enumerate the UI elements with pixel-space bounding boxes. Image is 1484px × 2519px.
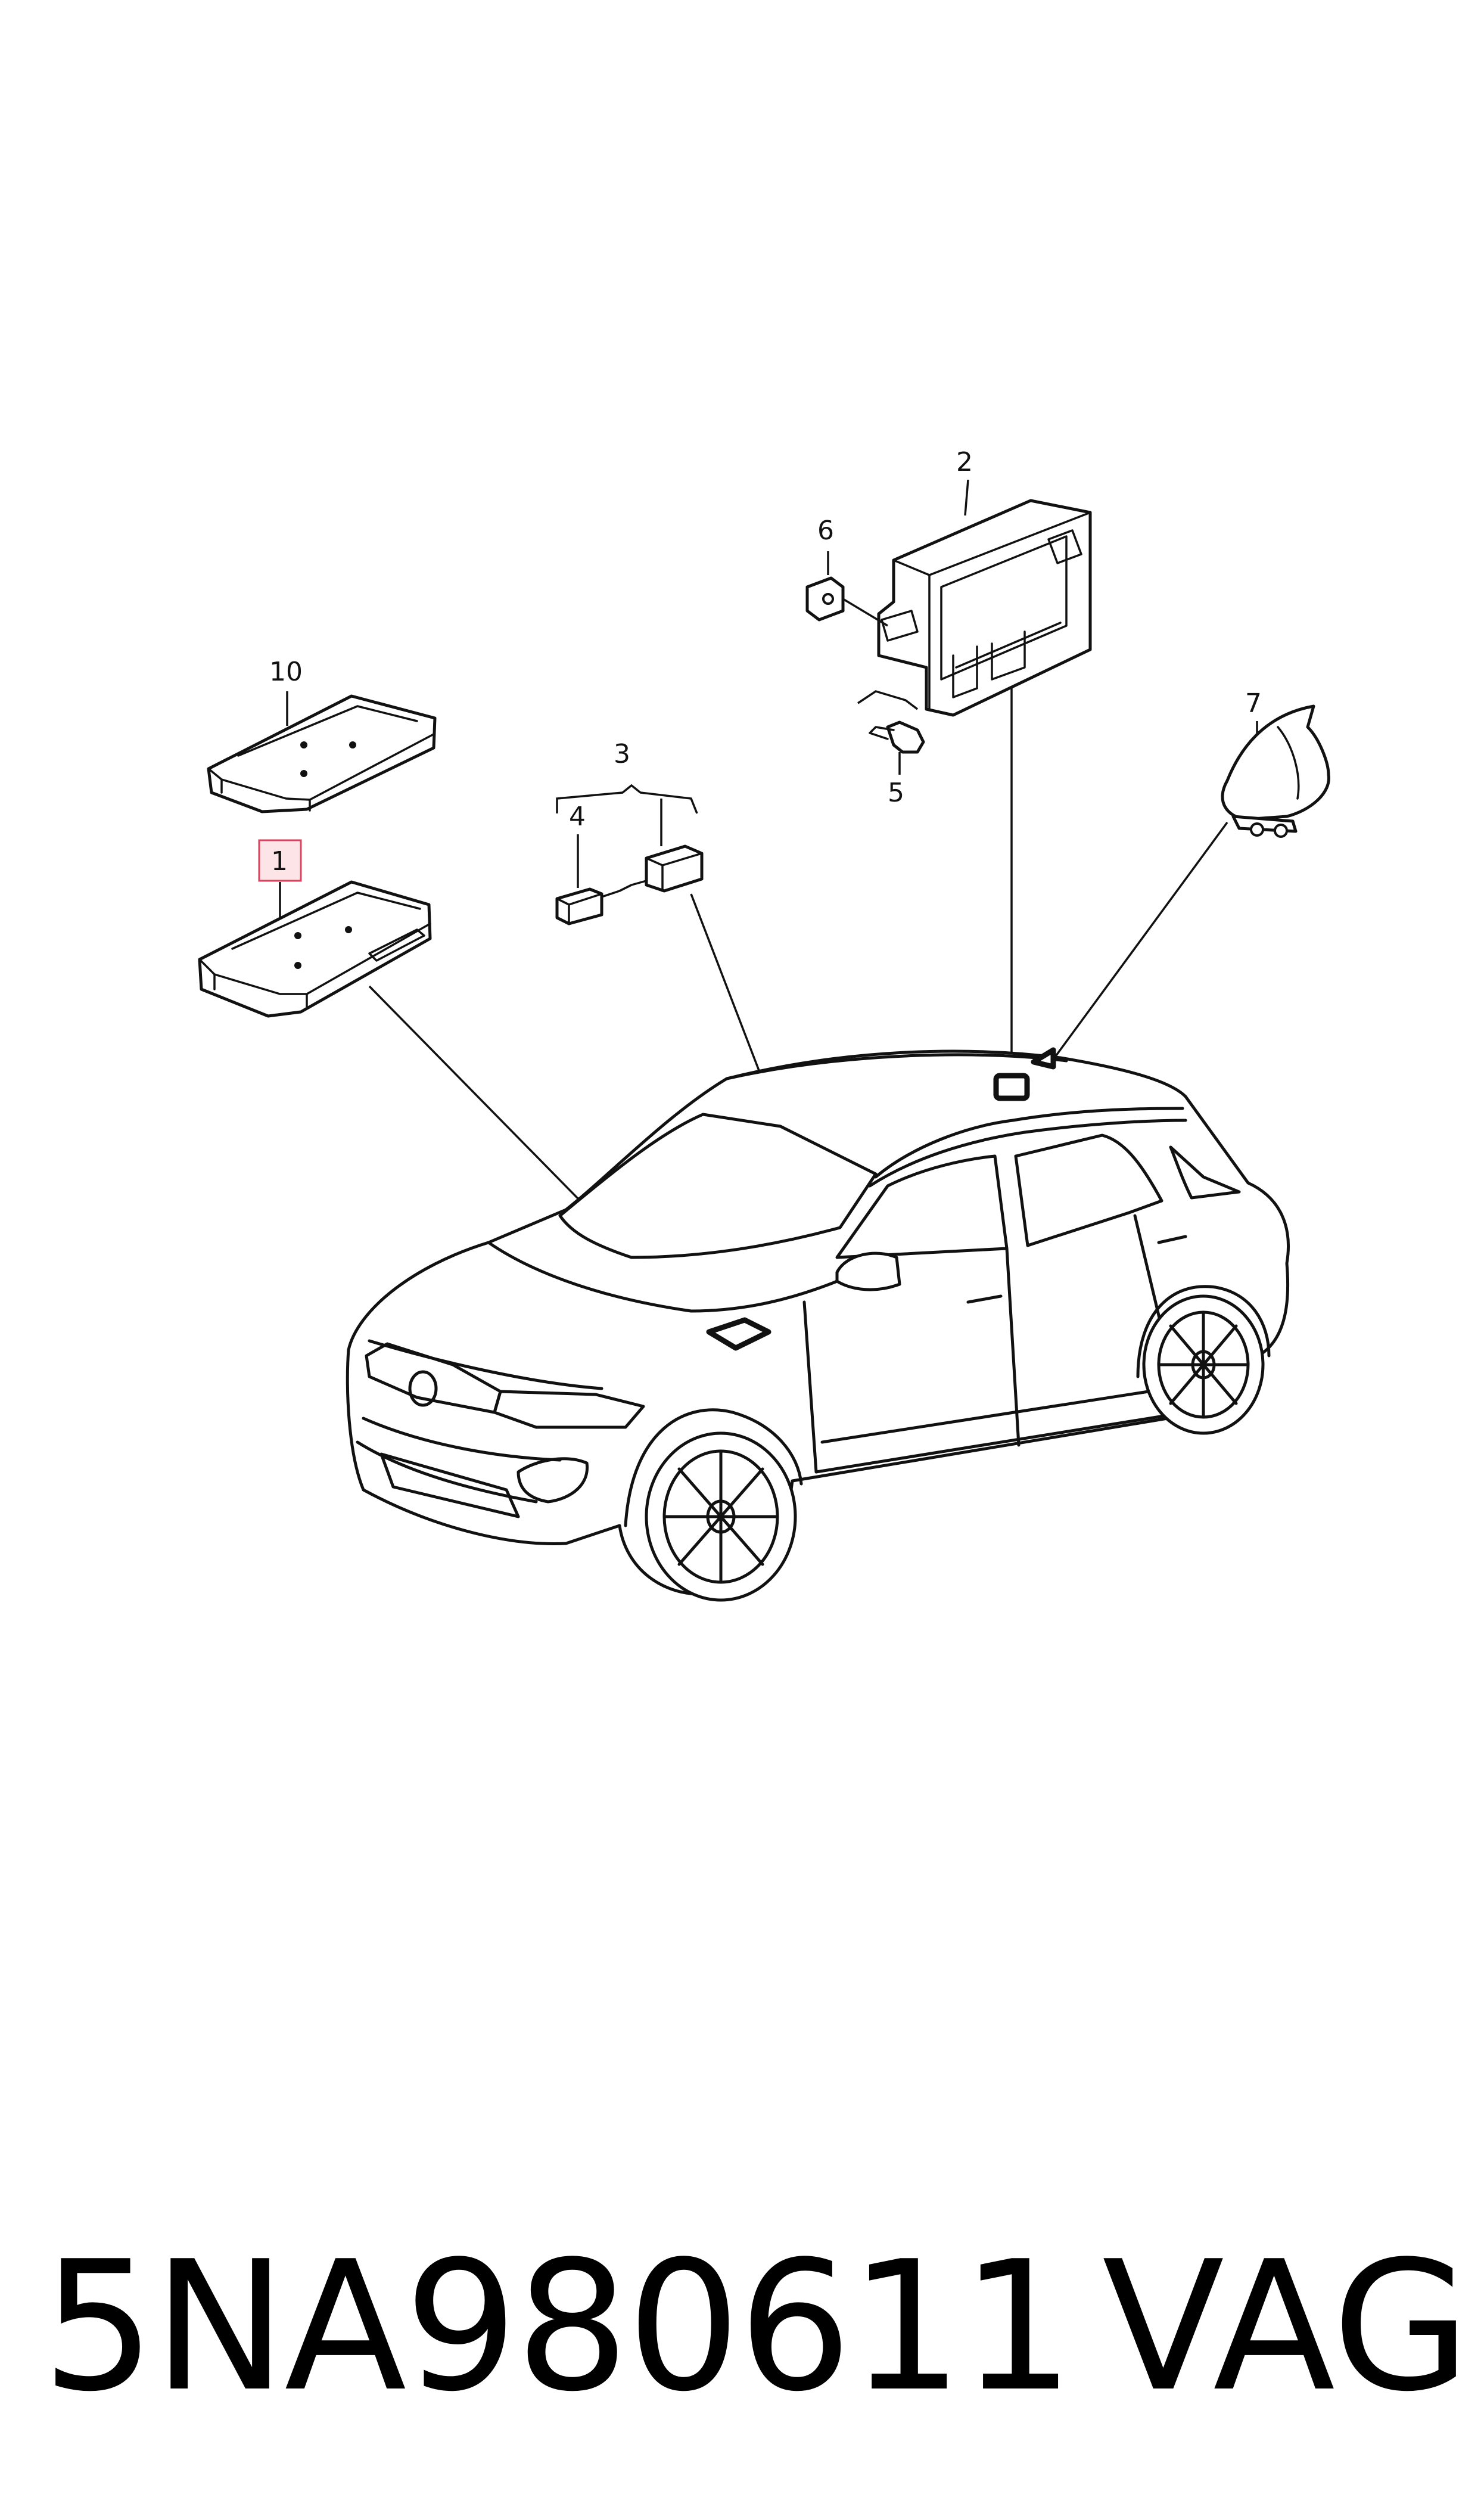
footer: 5NA980611 VAG <box>0 2229 1484 2425</box>
callout-7: 7 <box>1245 688 1262 719</box>
brand-label: VAG <box>1102 2223 1471 2431</box>
callout-1-highlight <box>258 839 302 882</box>
location-marker-part-7 <box>1031 1047 1056 1070</box>
part-7-antenna: 7 <box>1053 688 1330 1059</box>
callout-1: 1 <box>271 846 288 877</box>
part-number: 5NA980611 <box>42 2223 1075 2431</box>
callout-4: 4 <box>569 802 586 832</box>
callout-2: 2 <box>956 447 973 477</box>
part-1-module: 1 <box>198 839 713 1336</box>
part-3-4-sensor-harness: 3 4 <box>555 739 782 1127</box>
location-marker-part-1 <box>706 1317 771 1351</box>
callout-6: 6 <box>817 515 834 546</box>
location-marker-part-2 <box>993 1073 1030 1101</box>
part-10-module: 10 <box>207 657 437 813</box>
callout-3: 3 <box>614 739 630 769</box>
part-2-control-unit: 2 6 5 <box>805 447 1092 1076</box>
vehicle-illustration <box>346 1047 1290 1602</box>
callout-5: 5 <box>888 778 904 808</box>
callout-10: 10 <box>269 657 303 687</box>
